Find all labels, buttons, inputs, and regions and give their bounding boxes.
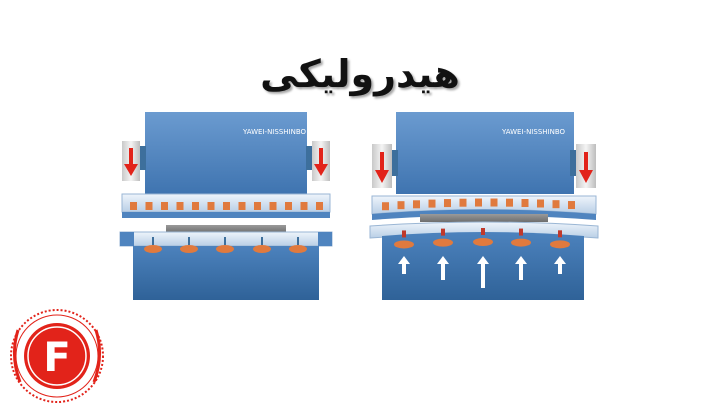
down-arrow-icon <box>314 148 328 176</box>
up-arrow-icon <box>398 256 410 274</box>
clamp-stem <box>441 228 445 236</box>
upper-clamp <box>568 201 575 210</box>
upper-clamp <box>269 202 277 210</box>
lower-clamp <box>216 245 234 253</box>
upper-clamp <box>223 202 230 210</box>
left-cylinder-right <box>306 141 330 181</box>
upper-clamp <box>161 202 168 210</box>
upper-clamp <box>459 198 467 207</box>
left-cylinder-left <box>122 141 146 181</box>
lower-clamp <box>550 240 570 249</box>
upper-clamp <box>316 202 323 210</box>
right-cylinder-left <box>372 144 398 188</box>
left-lower-clamps <box>144 237 307 253</box>
left-die <box>166 225 286 233</box>
up-arrow-icon <box>554 256 566 274</box>
upper-clamp <box>397 201 405 210</box>
lower-clamp <box>253 245 271 253</box>
upper-clamp <box>176 202 184 210</box>
lower-clamp <box>394 240 414 249</box>
upper-clamp <box>428 199 436 208</box>
right-press: YAWEI-NISSHINBO <box>369 112 599 300</box>
upper-clamp <box>490 198 498 207</box>
clamp-stem <box>481 228 485 235</box>
up-arrow-icon <box>477 256 489 288</box>
lower-clamp <box>180 245 198 253</box>
left-upper-ram <box>122 212 330 218</box>
clamp-stem <box>519 228 523 236</box>
right-lower-clamps <box>394 228 570 249</box>
left-upper-body <box>145 112 307 194</box>
upper-clamp <box>300 202 308 210</box>
clamp-stem <box>261 237 263 245</box>
upper-clamp <box>413 200 420 209</box>
down-arrow-icon <box>375 152 389 183</box>
down-arrow-icon <box>124 148 138 176</box>
right-brand-label: YAWEI-NISSHINBO <box>501 128 566 136</box>
upper-clamp <box>444 199 451 208</box>
upper-clamp <box>475 198 482 207</box>
upper-clamp <box>552 200 560 209</box>
lower-clamp <box>433 238 453 247</box>
logo-letter: F <box>43 335 70 381</box>
upper-clamp <box>506 198 513 207</box>
clamp-stem <box>152 237 154 245</box>
clamp-stem <box>188 237 190 245</box>
right-support-arrows <box>398 256 566 288</box>
left-upper-clamps <box>130 202 323 210</box>
lower-clamp <box>511 238 531 247</box>
clamp-stem <box>224 237 226 245</box>
upper-clamp <box>537 199 544 208</box>
right-die <box>420 214 548 222</box>
upper-clamp <box>521 199 529 208</box>
up-arrow-icon <box>437 256 449 280</box>
upper-clamp <box>145 202 153 210</box>
lower-clamp <box>289 245 307 253</box>
upper-clamp <box>207 202 215 210</box>
upper-clamp <box>382 202 389 211</box>
clamp-stem <box>558 230 562 238</box>
upper-clamp <box>254 202 261 210</box>
upper-clamp <box>192 202 199 210</box>
up-arrow-icon <box>515 256 527 280</box>
upper-clamp <box>238 202 246 210</box>
lower-clamp <box>473 238 493 246</box>
logo-icon: F <box>10 309 104 403</box>
right-upper-body <box>396 112 574 194</box>
left-press: YAWEI-NISSHINBO <box>119 112 333 300</box>
lower-clamp <box>144 245 162 253</box>
clamp-stem <box>297 237 299 245</box>
clamp-stem <box>402 230 406 238</box>
upper-clamp <box>130 202 137 210</box>
upper-clamp <box>285 202 292 210</box>
left-lower-body <box>133 246 319 300</box>
diagram-title: هیدرولیکی <box>260 52 460 96</box>
down-arrow-icon <box>579 152 593 183</box>
left-brand-label: YAWEI-NISSHINBO <box>242 128 307 136</box>
right-upper-clamps <box>382 198 575 211</box>
